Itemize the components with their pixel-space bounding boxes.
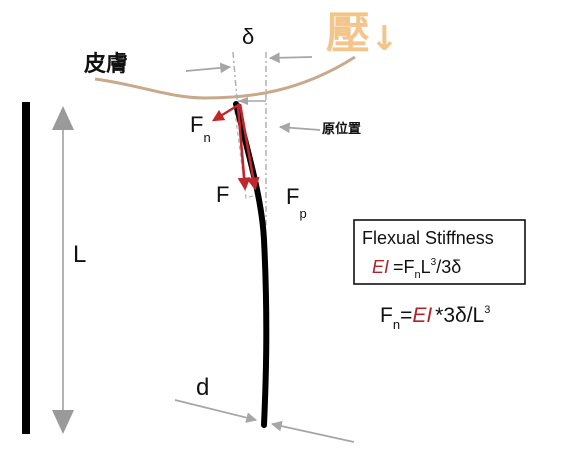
delta-label: δ [242, 24, 254, 49]
bent-rod [233, 101, 270, 428]
press-label: 壓 [326, 8, 370, 59]
length-dimension [52, 106, 74, 434]
reference-bar [22, 102, 30, 434]
original-position-label: 原位置 [322, 121, 361, 137]
original-position-line-top [232, 51, 238, 101]
fn-label: Fn [190, 112, 211, 145]
skin-curve [94, 55, 356, 100]
formula-ei: EI [412, 304, 432, 327]
f-label: F [216, 182, 229, 207]
stiffness-title: Flexual Stiffness [362, 228, 494, 248]
stiffness-box [353, 219, 526, 285]
diameter-arrow-right [270, 420, 355, 443]
diameter-label: d [196, 374, 209, 401]
press-arrow-icon: ↓ [370, 19, 399, 59]
fp-subscript: p [299, 206, 306, 221]
ei-term: EI [372, 257, 389, 277]
force-n-arrow [211, 102, 241, 122]
force-total-arrow [238, 103, 260, 191]
original-position-arrow [278, 122, 321, 134]
stiffness-equation: EI=FnL3/3δ [372, 257, 461, 281]
skin-label: 皮膚 [84, 51, 128, 77]
length-label: L [73, 241, 86, 268]
force-formula: Fn=EI*3δ/L3 [380, 304, 490, 332]
fp-label: Fp [286, 184, 307, 221]
diameter-arrow-left [174, 399, 258, 423]
force-normal-arrow [236, 105, 251, 191]
delta-arrow-left [185, 62, 232, 74]
delta-arrow-right [268, 52, 313, 64]
fn-subscript: n [203, 130, 210, 145]
